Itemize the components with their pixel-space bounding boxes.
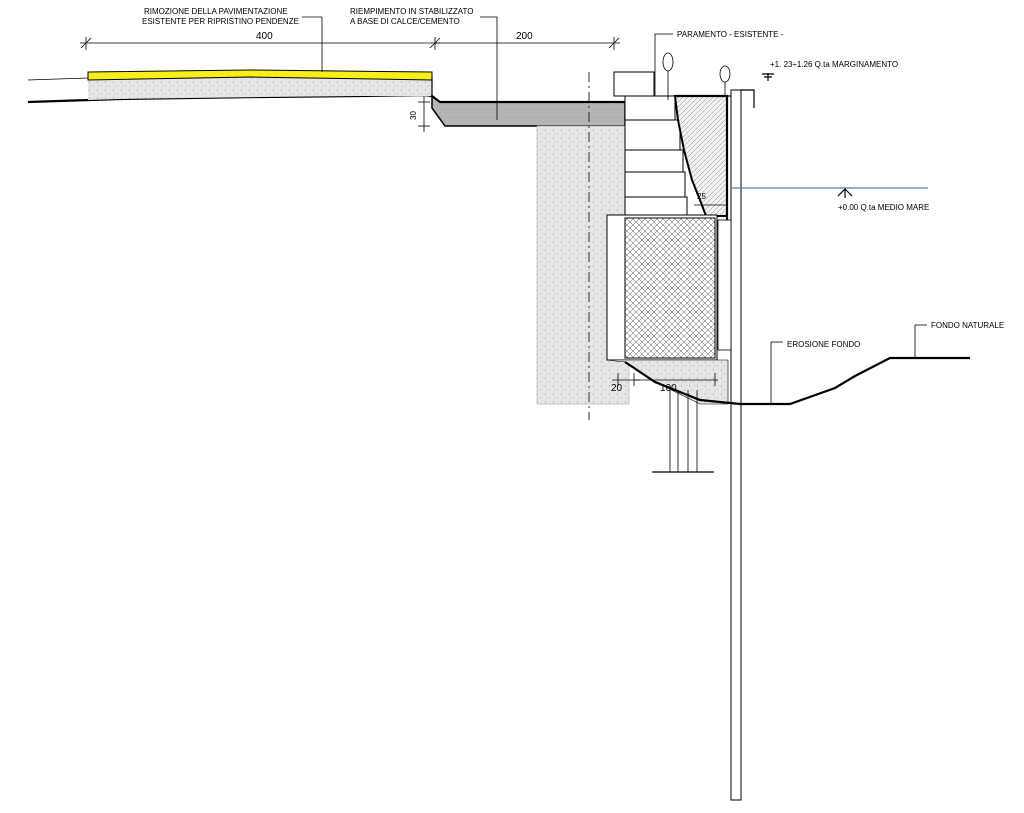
dim-25: 25: [697, 192, 706, 201]
dimension-lines: [80, 37, 727, 386]
stabilized-fill: [431, 77, 626, 127]
sheet-pile: [717, 89, 755, 801]
dim-30: 30: [409, 111, 418, 120]
quay-level-label: +1. 23÷1.26 Q.ta MARGINAMENTO: [770, 60, 898, 69]
pavement-removal-label-1: RIMOZIONE DELLA PAVIMENTAZIONE: [144, 7, 288, 16]
bollards: [662, 52, 731, 100]
facing-label: PARAMENTO - ESISTENTE -: [677, 30, 784, 39]
sea-level-marker: [837, 188, 853, 198]
existing-wall-blocks: [613, 71, 688, 218]
erosion-profile: [624, 356, 970, 406]
fill-label-2: A BASE DI CALCE/CEMENTO: [350, 17, 460, 26]
dim-400: 400: [256, 31, 273, 42]
pavement-removal-label-2: ESISTENTE PER RIPRISTINO PENDENZE: [142, 17, 299, 26]
natural-bottom-label: FONDO NATURALE: [931, 321, 1004, 330]
dim-100: 100: [660, 383, 677, 394]
crosshatch-block: [624, 217, 716, 359]
piles: [652, 390, 714, 473]
quay-level-marker: [762, 73, 774, 81]
sea-level-label: +0.00 Q.ta MEDIO MARE: [838, 203, 929, 212]
fill-label-1: RIEMPIMENTO IN STABILIZZATO: [350, 7, 473, 16]
leaders: [302, 16, 927, 404]
existing-ground: [27, 76, 433, 104]
dim-20: 20: [611, 383, 623, 394]
dim-200: 200: [516, 31, 533, 42]
erosion-label: EROSIONE FONDO: [787, 340, 860, 349]
